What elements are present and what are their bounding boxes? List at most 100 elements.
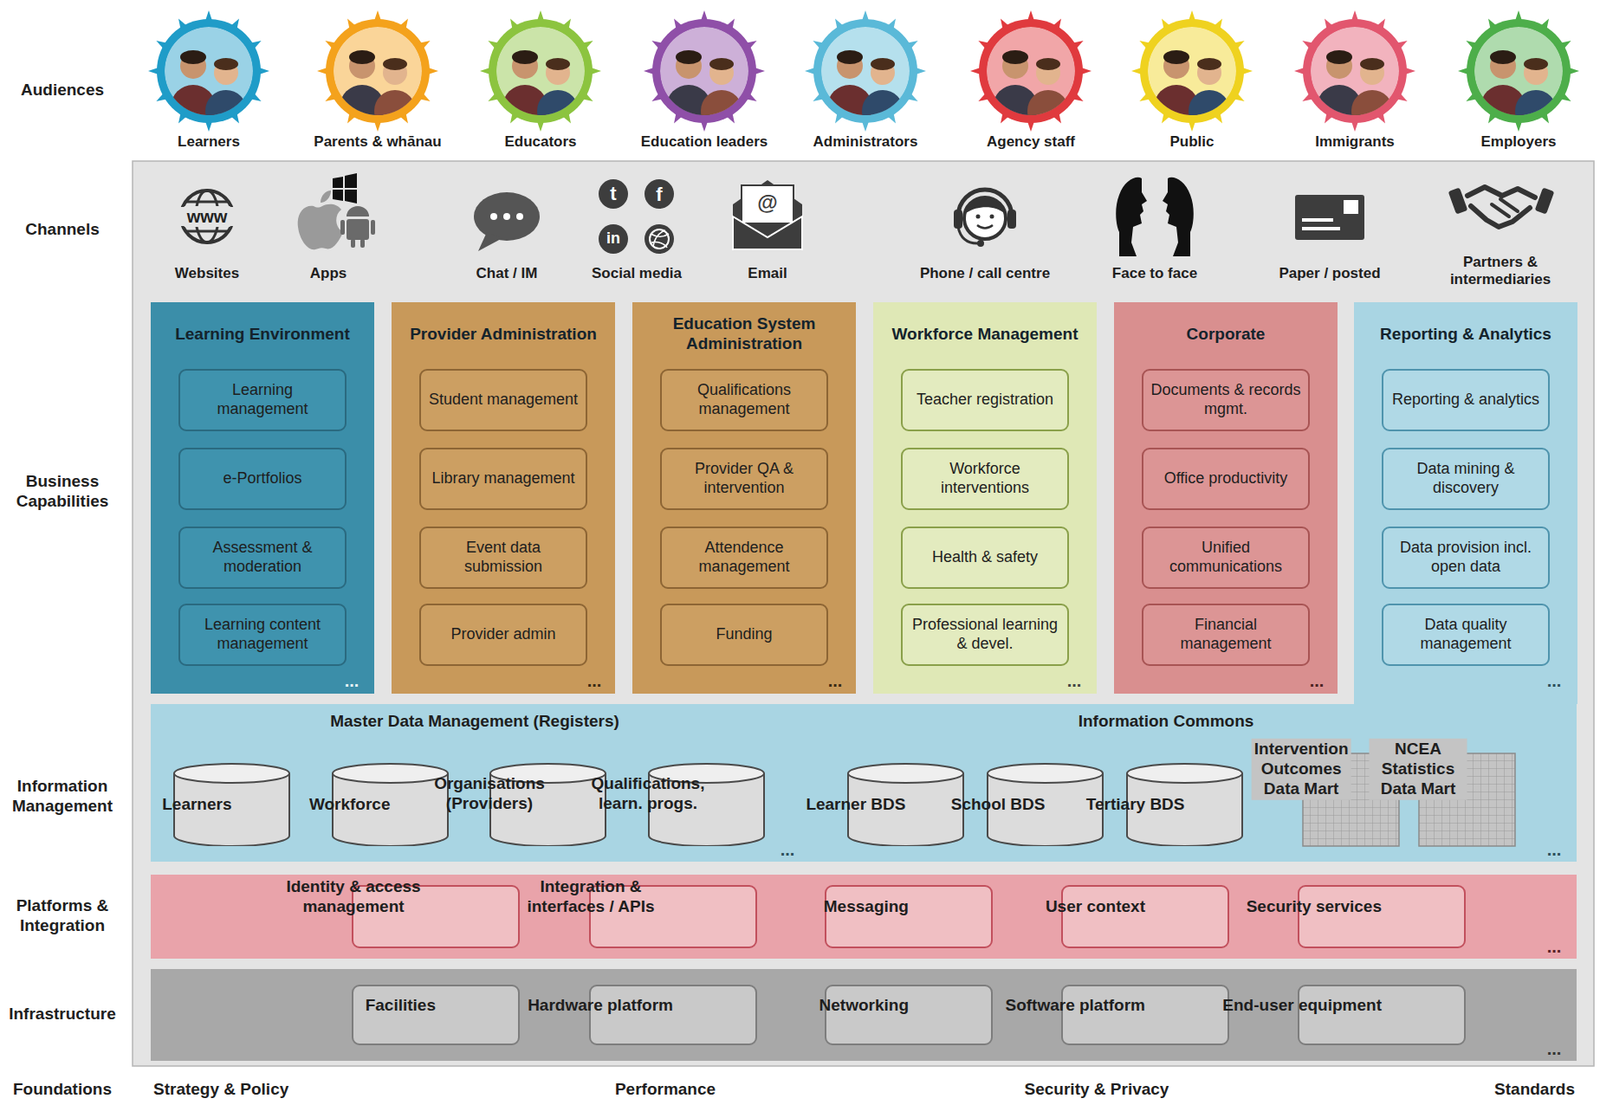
audience-badge (1457, 10, 1580, 132)
person-shape (180, 50, 207, 65)
social-media-icons (598, 179, 674, 254)
box-text: Documents & records mgmt. (1150, 381, 1302, 419)
paper-icon (1295, 194, 1365, 240)
audience-badge (970, 10, 1092, 132)
audience-photo (1114, 6, 1270, 133)
person-shape (700, 90, 743, 132)
box-text: Learning content management (187, 615, 338, 654)
capability-box: e-Portfolios (178, 447, 347, 511)
call-centre-icon-part (965, 197, 1005, 214)
column-heading: Learning Environment (155, 305, 370, 363)
apps-icon (297, 173, 376, 250)
capability-column: Education System AdministrationQualifica… (632, 302, 856, 694)
data-mart: NCEA Statistics Data Mart (1418, 752, 1516, 848)
capability-column: CorporateDocuments & records mgmt.Office… (1114, 302, 1338, 694)
audience-circle: Learners (130, 6, 287, 156)
capability-column: Provider AdministrationStudent managemen… (391, 302, 616, 694)
capability-box: Provider QA & intervention (660, 447, 829, 511)
box-text: Learners (161, 794, 232, 815)
column-heading: Workforce Management (878, 305, 1092, 363)
apps-icon-part (320, 190, 331, 203)
platform-box: Identity & access management (351, 885, 520, 949)
platform-band: Platforms & IntegrationIdentity & access… (150, 874, 1577, 959)
capability-box: Reporting & analytics (1381, 369, 1550, 432)
call-centre-icon-part (976, 214, 981, 220)
person-shape (537, 90, 579, 132)
audience-label: Employers (1437, 133, 1600, 151)
audience-badge (317, 10, 439, 132)
channel-label: Chat / IM (476, 265, 538, 283)
box-text: Networking (819, 995, 909, 1016)
person-shape (349, 50, 376, 65)
apps-icon-part (297, 204, 344, 250)
capability-box: Learning content management (178, 603, 347, 667)
box-text: Professional learning & devel. (909, 615, 1061, 654)
chat-icon-part (516, 213, 524, 221)
box-text: Event data submission (427, 538, 579, 577)
box-text: Funding (715, 625, 772, 645)
icon-text: f (655, 183, 662, 207)
person-shape (511, 50, 538, 65)
audience-photo (626, 6, 783, 133)
face-to-face-icon (1115, 177, 1194, 257)
audience-circle: Education leaders (626, 6, 783, 156)
capability-box: Documents & records mgmt. (1141, 369, 1310, 432)
box-text: Financial management (1150, 615, 1302, 654)
row-label: Information Management (3, 777, 122, 817)
chat-icon-part (473, 192, 540, 241)
call-centre-icon (953, 189, 1017, 247)
capability-box: Assessment & moderation (178, 526, 347, 590)
box-text: Organisations (Providers) (431, 774, 549, 815)
website-icon-part (181, 190, 234, 243)
person-shape (1351, 90, 1393, 132)
social-media-icons-part (598, 224, 629, 254)
email-icon (732, 180, 803, 250)
box-text: Workforce interventions (909, 459, 1061, 498)
channel-label: Face to face (1112, 265, 1198, 283)
capability-box: Attendence management (660, 526, 829, 590)
apps-icon-part (346, 219, 370, 240)
audience-photo (299, 6, 456, 133)
data-store-cylinder: Learner BDS (847, 763, 965, 847)
more-indicator: ... (344, 670, 360, 692)
audience-circle: Educators (462, 6, 619, 156)
apps-icon-part (360, 239, 365, 248)
capability-box: Health & safety (900, 526, 1069, 590)
audience-circle: Parents & whānau (299, 6, 456, 156)
icon-text: www (184, 206, 231, 227)
band-heading: Information Commons (1078, 712, 1255, 732)
channel-label: Partners & intermediaries (1435, 253, 1566, 290)
infrastructure-band: InfrastructureFacilitiesHardware platfor… (150, 969, 1577, 1062)
cylinder-top (332, 764, 448, 784)
handshake-icon-part (1467, 187, 1536, 198)
capability-box: Data quality management (1381, 603, 1550, 667)
chat-icon-part (478, 232, 503, 252)
handshake-icon-part (1448, 187, 1469, 214)
box-text: Data provision incl. open data (1390, 538, 1542, 577)
row-label: Infrastructure (3, 1004, 122, 1025)
people-photo (333, 26, 422, 132)
data-store-cylinder: Workforce (331, 763, 449, 847)
foundation-label: Standards (1494, 1080, 1575, 1101)
cylinder-top (848, 764, 964, 784)
capability-box: Student management (419, 369, 588, 432)
email-icon-part (732, 216, 803, 250)
box-text: Library management (431, 469, 575, 489)
person-shape (1326, 50, 1353, 65)
audience-circle: Employers (1440, 6, 1597, 156)
box-text: Qualifications management (668, 381, 820, 419)
handshake-icon-part (1491, 199, 1518, 217)
call-centre-icon-part (1007, 209, 1017, 229)
paper-icon-part (1302, 226, 1341, 231)
data-store-cylinder: Qualifications, learn. progs. (647, 763, 765, 847)
paper-icon-part (1343, 200, 1359, 214)
box-text: Provider admin (450, 625, 556, 645)
column-heading: Provider Administration (396, 305, 610, 363)
audience-label: Education leaders (622, 133, 786, 151)
icon-text: in (606, 229, 621, 249)
audience-badge (1131, 10, 1253, 132)
call-centre-icon-part (953, 209, 963, 229)
more-indicator: ... (1309, 670, 1325, 692)
call-centre-icon-part (958, 226, 979, 244)
box-text: Workforce (309, 794, 391, 815)
